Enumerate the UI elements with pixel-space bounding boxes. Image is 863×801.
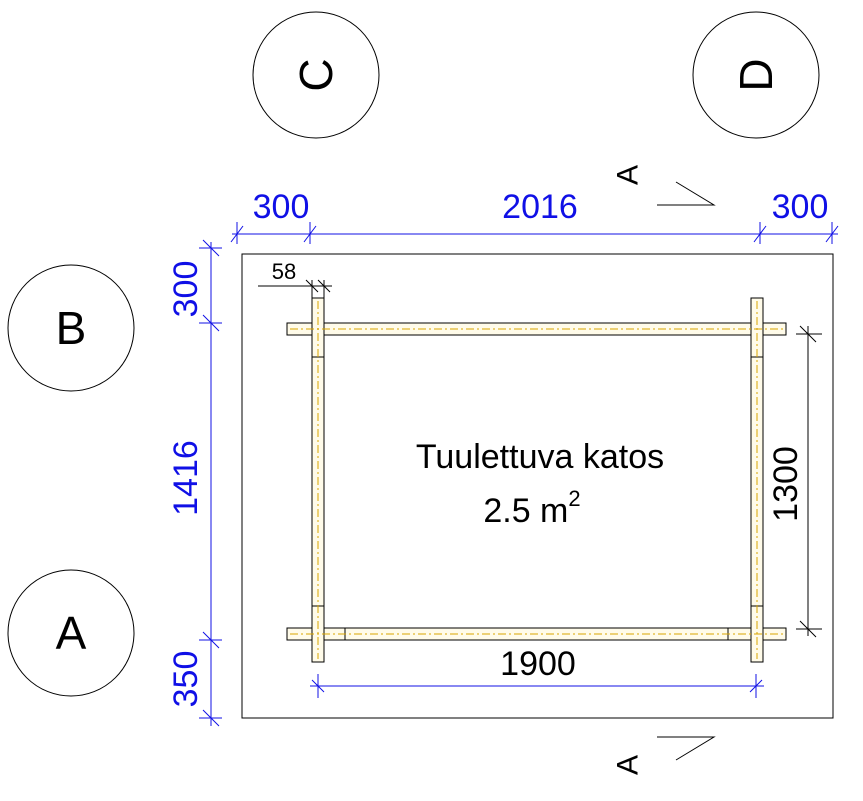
- inner-height-dimension: 1300: [767, 325, 822, 638]
- dim-beam-width: 58: [272, 259, 296, 284]
- grid-marker-c: C: [252, 11, 380, 139]
- dim-left-middle: 1416: [167, 440, 205, 516]
- room-area: 2.5 m2: [483, 486, 580, 530]
- dim-top-middle: 2016: [502, 188, 578, 226]
- dim-left-top: 300: [167, 261, 205, 318]
- room-area-superscript: 2: [568, 486, 580, 511]
- room-label: Tuulettuva katos 2.5 m2: [416, 438, 664, 530]
- grid-marker-c-label: C: [290, 58, 342, 91]
- grid-marker-b-label: B: [56, 302, 87, 354]
- grid-marker-d: D: [692, 11, 820, 139]
- dim-inner-height: 1300: [767, 446, 805, 522]
- left-dimension-chain: 300 1416 350: [167, 239, 222, 727]
- timber-frame: [286, 297, 787, 663]
- dim-top-right: 300: [772, 188, 829, 226]
- room-name: Tuulettuva katos: [416, 438, 664, 476]
- grid-marker-a: A: [7, 569, 135, 697]
- section-mark-top: A: [612, 165, 716, 206]
- room-area-value: 2.5 m: [483, 492, 568, 530]
- grid-marker-b: B: [7, 264, 135, 392]
- grid-marker-d-label: D: [730, 58, 782, 91]
- inner-width-dimension: 1900: [310, 645, 764, 698]
- section-mark-bottom-label: A: [612, 755, 645, 775]
- dim-left-bottom: 350: [167, 651, 205, 708]
- dim-top-left: 300: [253, 188, 310, 226]
- boundary-rectangle: [241, 253, 834, 719]
- section-mark-top-label: A: [612, 165, 645, 185]
- beam-width-dimension: 58: [258, 259, 332, 298]
- grid-marker-a-label: A: [56, 607, 87, 659]
- top-dimension-chain: 300 2016 300: [230, 188, 839, 244]
- section-mark-bottom: A: [612, 736, 716, 775]
- dim-inner-width: 1900: [500, 645, 576, 683]
